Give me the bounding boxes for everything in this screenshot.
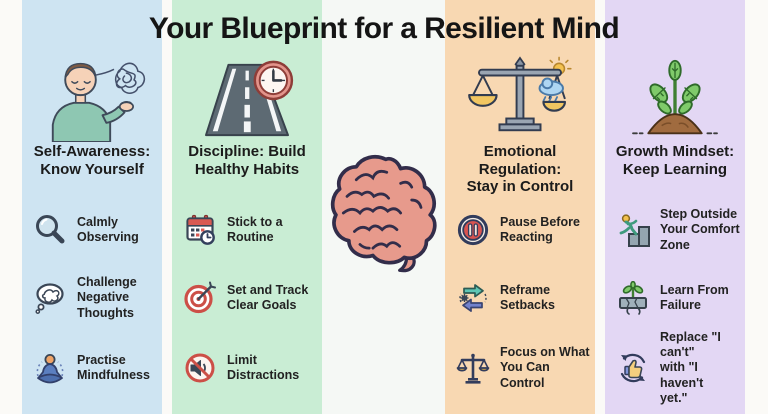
item-label: Learn From Failure [660,282,729,312]
page-title: Your Blueprint for a Resilient Mind [148,12,620,45]
column-discipline: Discipline: Build Healthy Habits Stick t… [172,0,322,414]
meditation-icon [32,351,68,385]
column-header-self-awareness: Self-Awareness: Know Yourself [33,143,151,178]
list-item: Replace "I can't" with "I haven't yet." [615,330,743,405]
scale-weather-illustration [445,52,595,144]
column-header-growth-mindset: Growth Mindset: Keep Learning [615,143,735,178]
item-label: Reframe Setbacks [500,282,555,312]
list-item: Challenge Negative Thoughts [32,267,160,329]
column-header-discipline: Discipline: Build Healthy Habits [188,143,306,178]
item-label: Focus on What You Can Control [500,345,590,390]
reframe-arrows-icon [455,281,491,315]
stairs-climb-icon [615,213,651,247]
column-growth-mindset: Growth Mindset: Keep Learning Step Outsi… [605,0,745,414]
sprout-rock-icon [615,281,651,315]
thumbs-up-cycle-icon [615,351,651,385]
list-item: Stick to a Routine [182,199,320,261]
item-label: Set and Track Clear Goals [227,282,309,312]
road-clock-illustration [172,52,322,144]
item-label: Limit Distractions [227,352,300,382]
brain-illustration [328,152,440,274]
item-label: Calmly Observing [77,214,139,244]
list-item: Set and Track Clear Goals [182,267,320,329]
item-label: Practise Mindfulness [77,352,150,382]
column-emotional-regulation: Emotional Regulation: Stay in Control Pa… [445,0,595,414]
person-tangled-thoughts-illustration [22,52,162,144]
item-label: Challenge Negative Thoughts [77,275,137,320]
item-label: Pause Before Reacting [500,214,580,244]
balance-scale-icon [455,351,491,385]
calendar-clock-icon [182,213,218,247]
column-header-emotional-regulation: Emotional Regulation: Stay in Control [466,143,574,196]
list-item: Limit Distractions [182,337,320,399]
list-item: Reframe Setbacks [455,267,593,329]
magnifier-icon [32,213,68,247]
list-item: Calmly Observing [32,199,160,261]
column-self-awareness: Self-Awareness: Know Yourself Calmly Obs… [22,0,162,414]
list-item: Learn From Failure [615,267,743,329]
list-item: Focus on What You Can Control [455,337,593,399]
list-item: Practise Mindfulness [32,337,160,399]
plant-sprout-illustration [605,52,745,144]
muted-speaker-icon [182,351,218,385]
item-label: Replace "I can't" with "I haven't yet." [660,329,721,405]
item-label: Stick to a Routine [227,214,283,244]
thought-scribble-icon [32,281,68,315]
list-item: Pause Before Reacting [455,199,593,261]
center-panel [322,0,445,414]
pause-button-icon [455,213,491,247]
item-label: Step Outside Your Comfort Zone [660,207,740,252]
target-dart-icon [182,281,218,315]
list-item: Step Outside Your Comfort Zone [615,199,743,261]
